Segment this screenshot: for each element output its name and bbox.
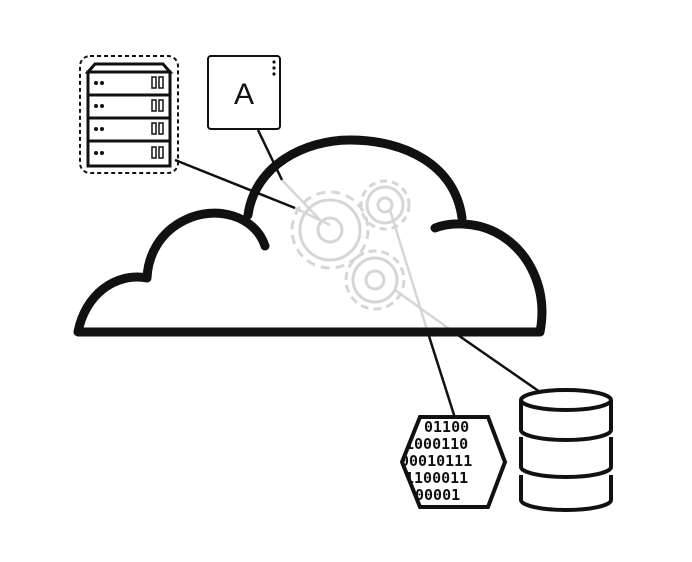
binary-row: 00001 [415,486,460,504]
connector-app [256,129,284,181]
gear-icons [290,179,411,311]
connector-db [454,331,541,394]
connector-hex [426,332,457,419]
connector-db-inner [394,288,456,335]
connector-server-inner [294,206,331,227]
binary-row: 1000110 [405,435,468,453]
server-rack-icon [79,55,179,174]
connector-server [174,158,296,210]
gear-icon [290,190,370,270]
binary-row: 1100011 [405,469,468,487]
binary-row: 01100 [424,418,469,436]
app-box-label: A [234,78,254,111]
binary-data-hexagon-icon: 01100 1000110 00010111 1100011 00001 [399,415,508,509]
connector-hex-inner [388,209,430,334]
gear-icon [359,179,411,231]
binary-row: 00010111 [400,452,472,470]
connector-lines [174,129,541,419]
cloud-outline [73,135,547,337]
connector-app-inner [281,179,321,221]
database-icon [519,388,613,512]
app-window-icon: A [207,55,281,130]
gear-icon [344,249,406,311]
